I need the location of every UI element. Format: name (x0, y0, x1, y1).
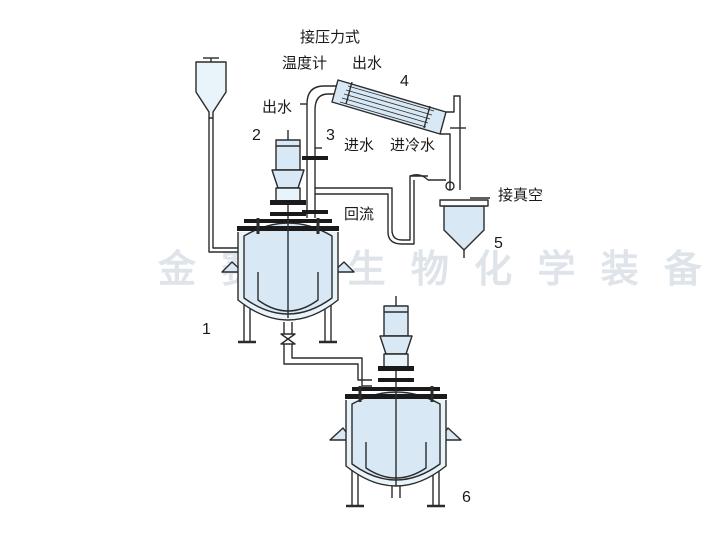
callout-1: 1 (202, 321, 211, 338)
reactor-6 (329, 370, 462, 508)
vapour-pipe (300, 85, 338, 218)
vacuum-label: 接真空 (498, 186, 544, 204)
cold-water-in-label: 进冷水 (390, 136, 436, 154)
water-in-label: 进水 (344, 136, 375, 154)
callout-3: 3 (326, 127, 335, 144)
reflux-label: 回流 (344, 205, 375, 223)
motor-1 (270, 130, 306, 216)
thermometer-label: 温度计 (282, 54, 328, 72)
pressure-gauge-label: 接压力式 (300, 28, 361, 46)
callout-2: 2 (252, 127, 261, 144)
condenser (331, 79, 466, 160)
water-out-top-label: 出水 (352, 54, 383, 72)
callout-6: 6 (462, 489, 471, 506)
motor-6 (378, 296, 414, 382)
transfer-pipe (283, 344, 372, 387)
feed-funnel (195, 57, 244, 253)
callout-5: 5 (494, 235, 503, 252)
callout-4: 4 (400, 73, 409, 90)
water-out-left-label: 出水 (262, 98, 293, 116)
reflux-pipe (315, 173, 429, 245)
receiver-tank (428, 150, 490, 258)
reactor-1 (221, 205, 355, 345)
